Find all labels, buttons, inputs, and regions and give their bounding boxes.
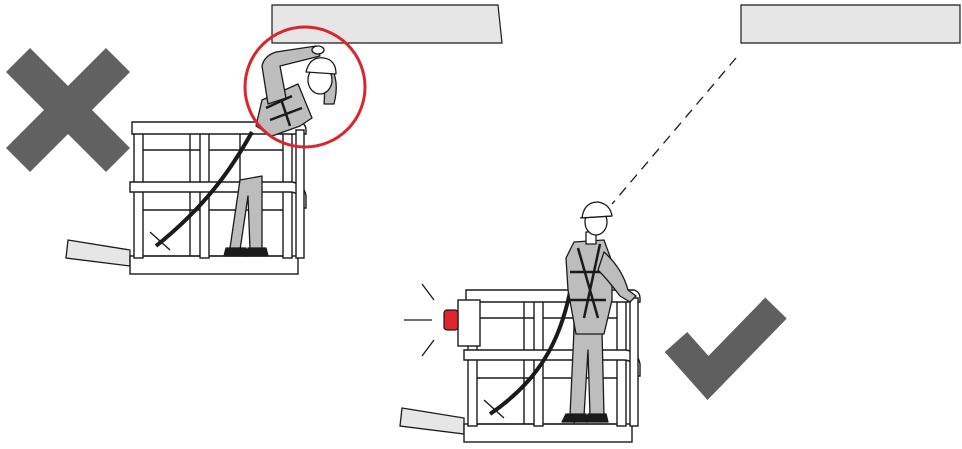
worker-right	[561, 201, 637, 423]
warning-light-icon	[443, 309, 459, 331]
check-mark-icon	[664, 297, 787, 401]
ceiling-beam-left	[271, 4, 503, 44]
control-box	[404, 283, 481, 357]
lanyard-right	[488, 291, 572, 416]
platform-extension-right	[399, 407, 465, 435]
hazard-highlight-circle	[243, 25, 367, 149]
platform-extension-left	[65, 239, 131, 267]
right-panel	[399, 4, 961, 443]
ceiling-beam-right	[740, 4, 961, 44]
sight-line	[611, 57, 737, 205]
worker-left	[223, 45, 337, 257]
wrong-panel	[5, 4, 503, 275]
cross-mark-icon	[5, 47, 131, 173]
lanyard-left	[154, 131, 254, 248]
basket-right	[463, 289, 641, 443]
basket-left	[129, 121, 307, 275]
